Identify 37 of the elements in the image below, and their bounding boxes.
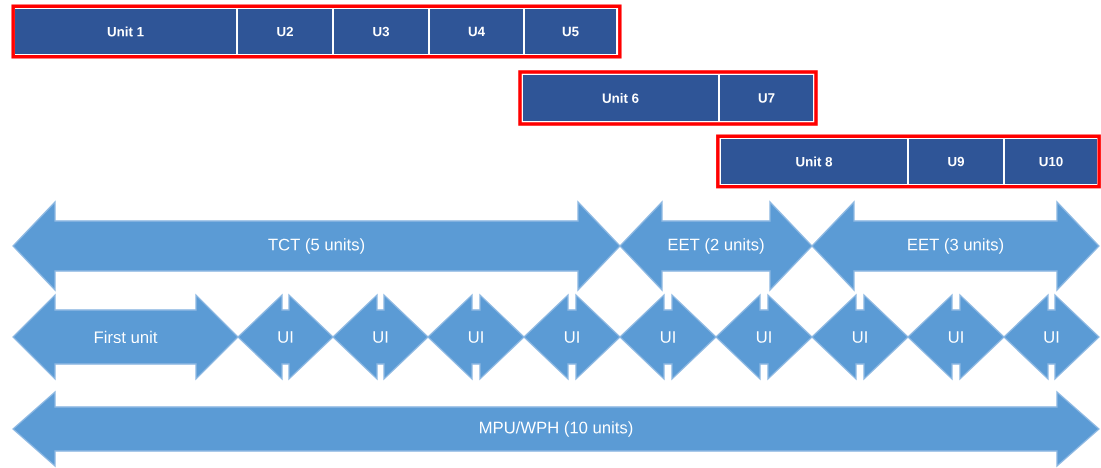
node-label: Unit 6 — [602, 93, 639, 103]
span-band: UI — [332, 293, 429, 381]
span-band: UI — [523, 293, 621, 381]
node-label: U4 — [468, 26, 485, 37]
span-band: UI — [427, 293, 525, 381]
span-band: EET (2 units) — [619, 200, 813, 292]
span-band: UI — [907, 293, 1005, 381]
node-label: Unit 1 — [107, 26, 144, 37]
span-band: UI — [1003, 293, 1100, 381]
node-label: U3 — [373, 26, 390, 37]
unit-box: Unit 6 — [523, 75, 718, 121]
frame-box — [716, 134, 1101, 189]
unit-box: U3 — [334, 9, 428, 54]
unit-box: Unit 8 — [721, 139, 907, 184]
node-label: U5 — [562, 26, 579, 37]
frame-box — [518, 70, 818, 126]
span-band: UI — [237, 293, 334, 381]
node-label: U10 — [1039, 156, 1063, 167]
span-band: UI — [619, 293, 717, 381]
node-label: U9 — [948, 156, 965, 167]
span-band: First unit — [12, 293, 239, 381]
unit-box: U2 — [238, 9, 332, 54]
frame-box — [11, 4, 622, 59]
node-label: Unit 8 — [796, 156, 833, 167]
span-band: MPU/WPH (10 units) — [12, 390, 1100, 468]
unit-box: Unit 1 — [15, 9, 236, 54]
span-band: UI — [811, 293, 909, 381]
span-band: EET (3 units) — [811, 200, 1100, 292]
node-label: U2 — [277, 26, 293, 37]
unit-box: U5 — [525, 9, 616, 54]
span-band: TCT (5 units) — [12, 200, 621, 292]
span-band: UI — [715, 293, 813, 381]
unit-box: U10 — [1005, 139, 1097, 184]
unit-box: U4 — [430, 9, 523, 54]
unit-box: U9 — [909, 139, 1003, 184]
unit-box: U7 — [720, 75, 813, 121]
node-label: U7 — [758, 93, 775, 103]
